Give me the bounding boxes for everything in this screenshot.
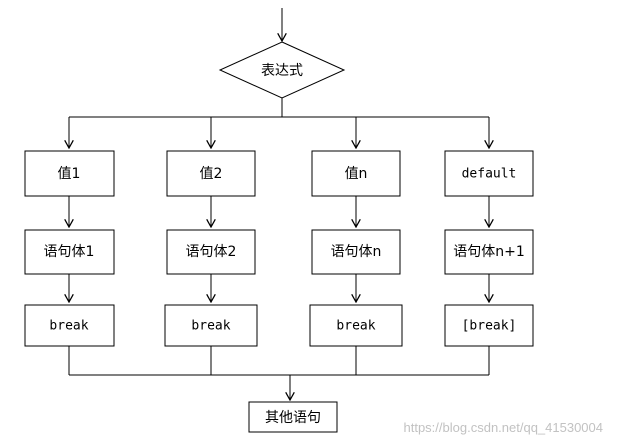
value-label-1: 值1: [58, 166, 81, 182]
body-box-2: [166, 229, 256, 275]
break-label-1: break: [49, 319, 88, 334]
body-box-default: [444, 229, 534, 275]
body-label-default: 语句体n+1: [453, 244, 525, 260]
watermark-url: https://blog.csdn.net/qq_41530004: [403, 420, 604, 435]
break-box-n: [309, 304, 403, 347]
break-label-n: break: [336, 319, 375, 334]
value-label-2: 值2: [200, 166, 223, 182]
expression-label: 表达式: [261, 63, 303, 79]
body-label-2: 语句体2: [186, 244, 237, 260]
break-box-2: [164, 304, 258, 347]
body-box-1: [24, 229, 115, 275]
value-box-default: [444, 150, 534, 197]
value-label-n: 值n: [345, 166, 368, 182]
other-statement-label: 其他语句: [265, 410, 321, 426]
value-label-default: default: [462, 167, 517, 182]
body-box-n: [311, 229, 401, 275]
break-label-default: [break]: [462, 319, 517, 334]
other-statement-box: [248, 401, 338, 433]
value-box-2: [166, 150, 256, 197]
body-label-n: 语句体n: [331, 244, 382, 260]
body-label-1: 语句体1: [44, 244, 95, 260]
break-label-2: break: [191, 319, 230, 334]
